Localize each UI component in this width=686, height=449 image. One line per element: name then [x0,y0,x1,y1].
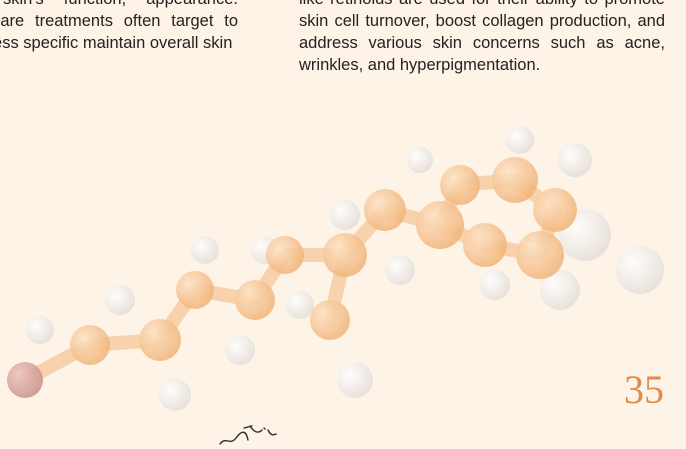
left-column-paragraph: the skin's function, appearance. Skincar… [0,0,238,52]
left-text-column: the skin's function, appearance. Skincar… [0,0,238,54]
right-text-column: like retinoids are used for their abilit… [299,0,665,76]
signature-mark [219,425,277,445]
right-column-paragraph: like retinoids are used for their abilit… [299,0,665,74]
page-number: 35 [624,367,664,412]
